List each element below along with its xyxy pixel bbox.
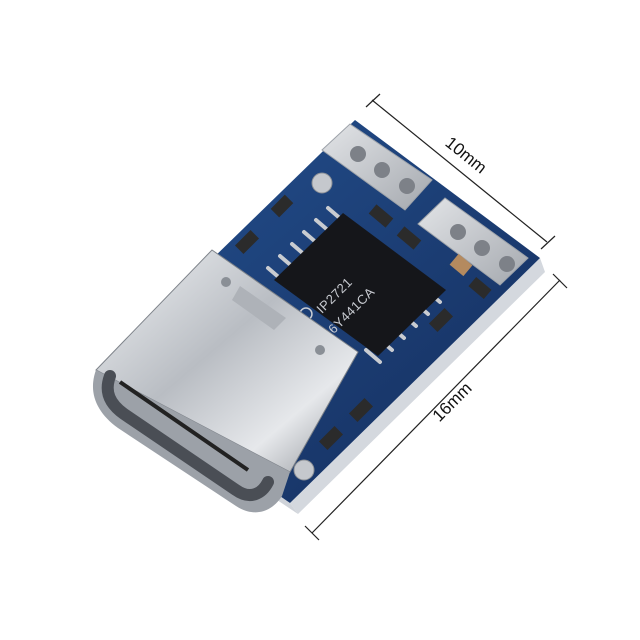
pcb-edge xyxy=(290,258,545,514)
length-dimension-label: 16mm xyxy=(429,379,476,426)
usb-c-connector xyxy=(92,249,359,513)
width-dimension-label: 10mm xyxy=(442,133,491,177)
smd-components xyxy=(234,172,492,481)
ic-chip xyxy=(274,213,446,356)
dimension-lines xyxy=(304,93,568,541)
solder-pads-top xyxy=(321,123,529,286)
